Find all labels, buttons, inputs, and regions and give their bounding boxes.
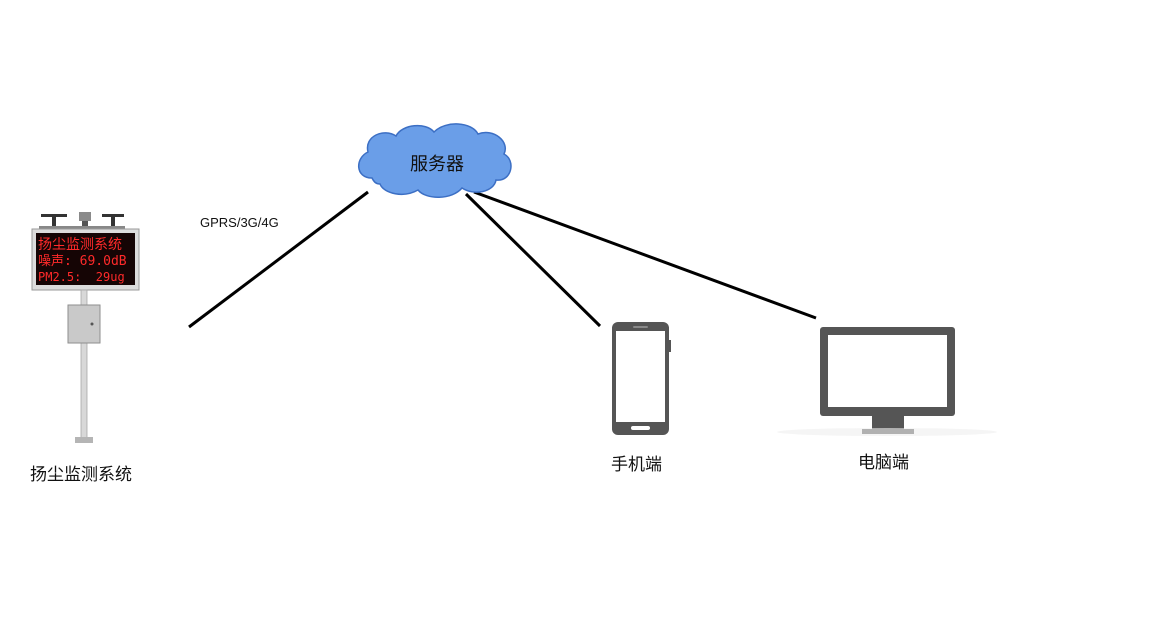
server-label: 服务器 [410, 154, 464, 175]
connection-label: GPRS/3G/4G [200, 215, 279, 230]
connection-lines [188, 190, 817, 329]
led-display-line-2: 噪声: 69.0dB [38, 254, 127, 269]
computer-label: 电脑端 [858, 453, 909, 473]
led-display-screen [36, 233, 135, 285]
monitor-station-label: 扬尘监测系统 [30, 465, 132, 485]
smartphone-icon [612, 322, 671, 435]
dust-monitor-station: 扬尘监测系统 噪声: 69.0dB PM2.5: 29ug [31, 212, 140, 443]
line-server-to-pc [473, 190, 817, 320]
line-station-to-server [188, 190, 369, 329]
led-display-line-1: 扬尘监测系统 [38, 237, 122, 253]
control-box [67, 304, 101, 344]
station-base [75, 437, 93, 443]
sensor-array-icon [39, 212, 125, 230]
cloud-icon: 服务器 [358, 123, 512, 198]
monitor-icon [777, 327, 997, 436]
phone-label: 手机端 [611, 455, 662, 475]
line-server-to-phone [464, 192, 602, 328]
led-display-line-3: PM2.5: 29ug [38, 270, 125, 284]
